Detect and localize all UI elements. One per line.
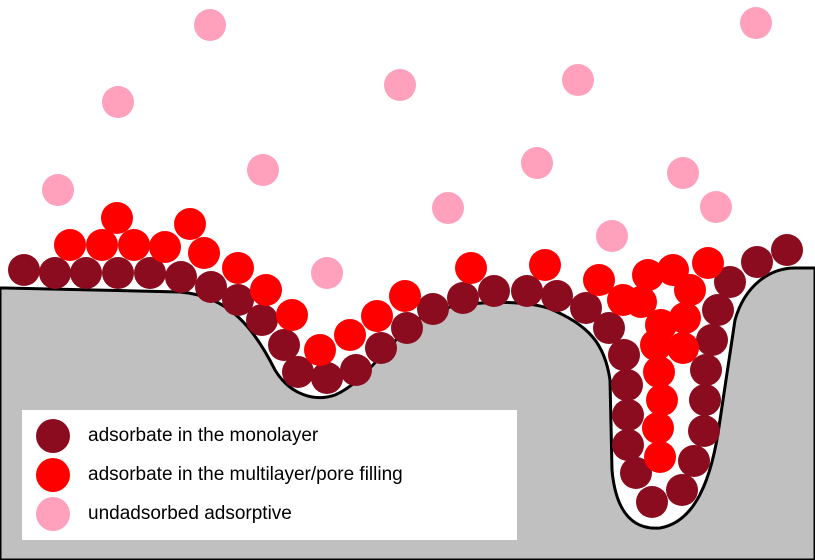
multilayer-particle <box>188 237 220 269</box>
multilayer-particle <box>674 274 706 306</box>
legend-label-monolayer: adsorbate in the monolayer <box>88 425 319 446</box>
monolayer-particle <box>447 282 479 314</box>
multilayer-particle <box>625 286 657 318</box>
multilayer-particle <box>632 259 664 291</box>
adsorptive-particle <box>740 7 772 39</box>
monolayer-particle <box>620 457 652 489</box>
monolayer-particle <box>689 384 721 416</box>
monolayer-particle <box>417 293 449 325</box>
multilayer-particle <box>101 202 133 234</box>
multilayer-particle <box>455 252 487 284</box>
monolayer-particle <box>478 275 510 307</box>
legend-item-adsorptive: undadsorbed adsorptive <box>36 494 292 534</box>
monolayer-particle <box>541 280 573 312</box>
legend: adsorbate in the monolayer adsorbate in … <box>22 410 517 540</box>
particles-group <box>8 7 803 518</box>
multilayer-particle <box>149 231 181 263</box>
monolayer-particle <box>570 292 602 324</box>
legend-item-multilayer: adsorbate in the multilayer/pore filling <box>36 455 403 495</box>
monolayer-particle <box>702 294 734 326</box>
multilayer-particle <box>361 300 393 332</box>
multilayer-particle <box>334 319 366 351</box>
monolayer-particle <box>771 234 803 266</box>
multilayer-particle <box>222 252 254 284</box>
monolayer-swatch <box>36 419 70 453</box>
adsorptive-particle <box>311 257 343 289</box>
monolayer-particle <box>70 257 102 289</box>
monolayer-particle <box>611 369 643 401</box>
adsorptive-particle <box>384 69 416 101</box>
adsorptive-swatch <box>36 497 70 531</box>
monolayer-particle <box>39 257 71 289</box>
multilayer-particle <box>643 356 675 388</box>
monolayer-particle <box>165 261 197 293</box>
monolayer-particle <box>593 312 625 344</box>
multilayer-particle <box>646 384 678 416</box>
monolayer-particle <box>696 324 728 356</box>
monolayer-particle <box>690 354 722 386</box>
adsorptive-particle <box>42 174 74 206</box>
monolayer-particle <box>688 415 720 447</box>
adsorptive-particle <box>596 220 628 252</box>
adsorptive-particle <box>700 191 732 223</box>
monolayer-particle <box>246 304 278 336</box>
monolayer-particle <box>282 356 314 388</box>
multilayer-particle <box>529 249 561 281</box>
multilayer-particle <box>304 334 336 366</box>
monolayer-particle <box>608 339 640 371</box>
monolayer-particle <box>612 399 644 431</box>
monolayer-particle <box>340 354 372 386</box>
monolayer-particle <box>391 312 423 344</box>
multilayer-particle <box>276 299 308 331</box>
legend-label-multilayer: adsorbate in the multilayer/pore filling <box>88 464 403 485</box>
multilayer-particle <box>583 264 615 296</box>
multilayer-particle <box>86 229 118 261</box>
monolayer-particle <box>636 486 668 518</box>
multilayer-particle <box>642 412 674 444</box>
monolayer-particle <box>222 284 254 316</box>
monolayer-particle <box>612 429 644 461</box>
monolayer-particle <box>511 275 543 307</box>
multilayer-particle <box>389 280 421 312</box>
multilayer-particle <box>640 329 672 361</box>
multilayer-particle <box>644 441 676 473</box>
monolayer-particle <box>8 254 40 286</box>
multilayer-particle <box>118 229 150 261</box>
adsorptive-particle <box>194 9 226 41</box>
legend-item-monolayer: adsorbate in the monolayer <box>36 416 318 456</box>
monolayer-particle <box>102 257 134 289</box>
multilayer-particle <box>250 274 282 306</box>
monolayer-particle <box>195 271 227 303</box>
multilayer-particle <box>174 208 206 240</box>
monolayer-particle <box>666 474 698 506</box>
adsorptive-particle <box>247 154 279 186</box>
monolayer-particle <box>678 445 710 477</box>
monolayer-particle <box>134 257 166 289</box>
monolayer-particle <box>714 266 746 298</box>
multilayer-particle <box>669 302 701 334</box>
monolayer-particle <box>268 329 300 361</box>
adsorptive-particle <box>432 192 464 224</box>
multilayer-swatch <box>36 458 70 492</box>
multilayer-particle <box>692 247 724 279</box>
monolayer-particle <box>741 246 773 278</box>
legend-label-adsorptive: undadsorbed adsorptive <box>88 503 292 524</box>
monolayer-particle <box>365 332 397 364</box>
monolayer-particle <box>311 362 343 394</box>
adsorptive-particle <box>102 86 134 118</box>
adsorptive-particle <box>521 147 553 179</box>
multilayer-particle <box>667 332 699 364</box>
adsorptive-particle <box>562 64 594 96</box>
adsorptive-particle <box>667 157 699 189</box>
multilayer-particle <box>54 229 86 261</box>
